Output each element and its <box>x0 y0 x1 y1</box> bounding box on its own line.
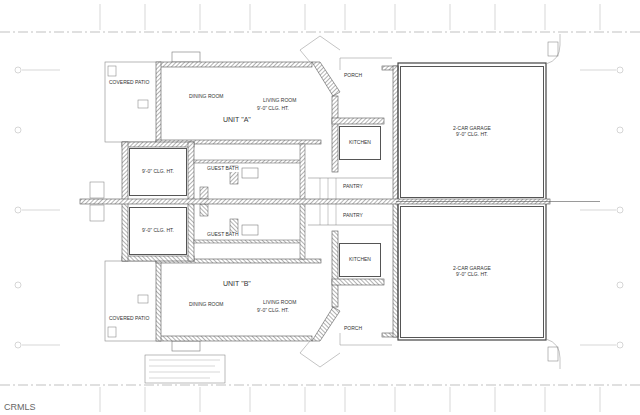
room-label: GUEST BATH <box>206 232 240 238</box>
garage-room: 2-CAR GARAGE9'-0" CLG. HT. <box>400 66 544 198</box>
room-label: LIVING ROOM <box>262 300 297 306</box>
bedroom-room: 9'-0" CLG. HT. <box>129 207 187 255</box>
room-label: DINING ROOM <box>188 94 224 100</box>
room-label: LIVING ROOM <box>262 98 297 104</box>
room-name: KITCHEN <box>349 257 371 263</box>
room-name: 9'-0" CLG. HT. <box>142 169 174 175</box>
room-label: COVERED PATIO <box>108 316 150 322</box>
room-label: GUEST BATH <box>206 166 240 172</box>
room-label: 9'-0" CLG. HT. <box>256 308 290 314</box>
room-label: COVERED PATIO <box>108 80 150 86</box>
watermark: CRMLS <box>3 402 37 412</box>
bedroom-room: 9'-0" CLG. HT. <box>129 148 187 196</box>
room-label: UNIT "B" <box>222 280 252 288</box>
room-label: PANTRY <box>342 213 364 219</box>
room-label: 9'-0" CLG. HT. <box>256 106 290 112</box>
room-label: PANTRY <box>342 184 364 190</box>
ceiling-height: 9'-0" CLG. HT. <box>456 272 488 278</box>
room-label: DINING ROOM <box>188 302 224 308</box>
kitchen-room: KITCHEN <box>339 126 381 160</box>
room-label: PORCH <box>343 326 363 332</box>
garage-room: 2-CAR GARAGE9'-0" CLG. HT. <box>400 206 544 338</box>
kitchen-room: KITCHEN <box>339 243 381 277</box>
room-label: UNIT "A" <box>222 116 252 124</box>
ceiling-height: 9'-0" CLG. HT. <box>456 132 488 138</box>
room-name: 9'-0" CLG. HT. <box>142 228 174 234</box>
room-name: KITCHEN <box>349 140 371 146</box>
room-label: PORCH <box>343 73 363 79</box>
